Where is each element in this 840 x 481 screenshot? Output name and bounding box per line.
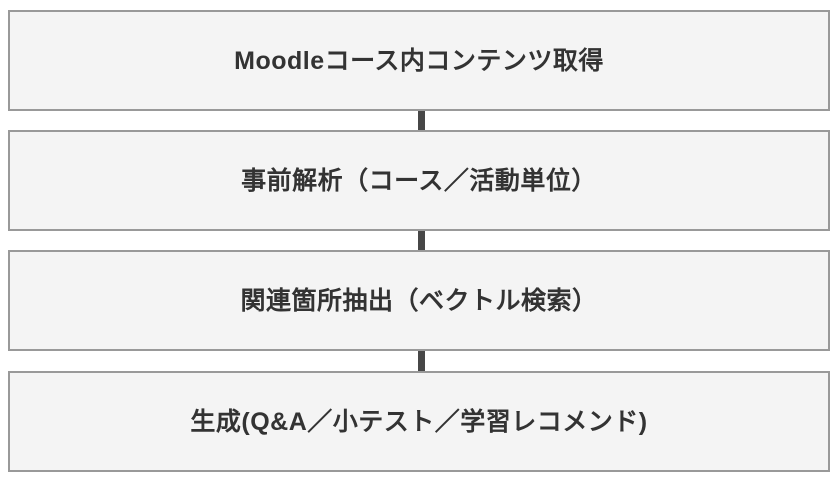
flow-connector-1 — [418, 111, 425, 130]
flow-step-3-label: 関連箇所抽出（ベクトル検索） — [240, 286, 598, 315]
flow-connector-3 — [418, 351, 425, 371]
flow-step-3: 関連箇所抽出（ベクトル検索） — [8, 250, 830, 351]
flow-step-2: 事前解析（コース／活動単位） — [8, 130, 830, 231]
flow-step-1: Moodleコース内コンテンツ取得 — [8, 10, 830, 111]
flow-step-1-label: Moodleコース内コンテンツ取得 — [234, 46, 604, 75]
flow-step-4: 生成(Q&A／小テスト／学習レコメンド) — [8, 371, 830, 472]
flow-step-2-label: 事前解析（コース／活動単位） — [241, 166, 597, 195]
flow-connector-2 — [418, 231, 425, 250]
flow-step-4-label: 生成(Q&A／小テスト／学習レコメンド) — [190, 407, 648, 436]
